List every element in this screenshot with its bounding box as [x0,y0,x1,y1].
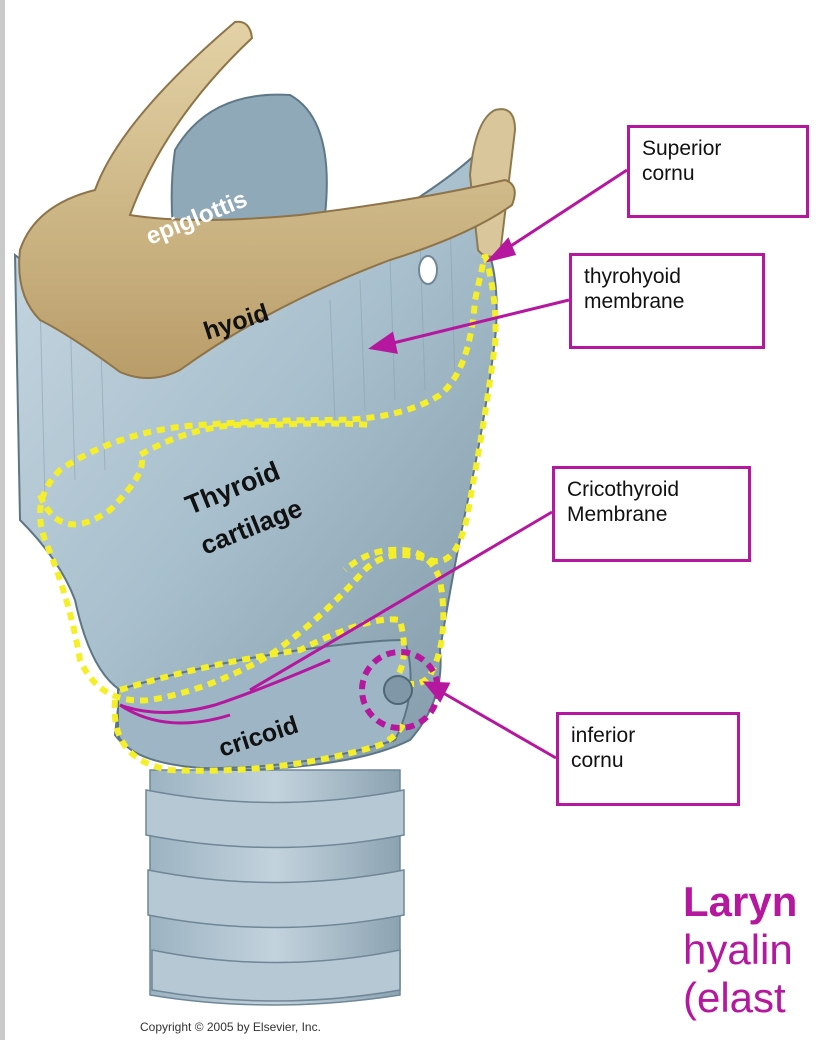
arrow-superior-cornu [499,168,628,255]
callout-thyrohyoid-membrane: thyrohyoid membrane [569,253,765,349]
callout-thyrohyoid-line1: thyrohyoid [584,265,681,288]
arrowhead-thyrohyoid [368,331,398,354]
arrow-thyrohyoid [384,298,570,347]
thyroid-cartilage-outline [37,254,499,704]
hyoid-shape [18,20,516,380]
heading-line3: (elast [683,974,786,1021]
callout-inferior-cornu: inferior cornu [556,712,740,806]
trachea [145,769,405,1006]
callout-arrows [249,168,628,760]
arrowhead-inferior-cornu [422,681,451,703]
thyroid-lamina-outline [37,420,373,528]
larynx-heading-text: Laryn hyalin (elast [683,878,826,1040]
callout-inferior-cornu-line1: inferior [571,724,636,747]
callout-superior-cornu-line1: Superior [642,137,722,160]
callout-superior-cornu: Superior cornu [627,125,809,218]
callout-superior-cornu-line2: cornu [642,162,695,185]
callout-cricothyroid-membrane: Cricothyroid Membrane [552,466,751,562]
callout-thyrohyoid-line2: membrane [584,290,685,313]
callout-cricothyroid-line1: Cricothyroid [567,478,680,501]
heading-line2: hyalin [683,926,793,973]
arrowhead-superior-cornu [485,237,517,263]
heading-line1: Laryn [683,878,798,925]
page-left-rule [0,0,5,1040]
inferior-cornu-joint [383,675,413,705]
copyright-notice: Copyright © 2005 by Elsevier, Inc. [140,1020,321,1034]
cricothyroid-membrane-outline [119,658,331,725]
callout-inferior-cornu-line2: cornu [571,749,624,772]
thyrohyoid-foramen [418,255,438,285]
arrow-inferior-cornu [437,688,557,760]
arrow-cricothyroid [249,510,553,692]
callout-cricothyroid-line2: Membrane [567,503,668,526]
